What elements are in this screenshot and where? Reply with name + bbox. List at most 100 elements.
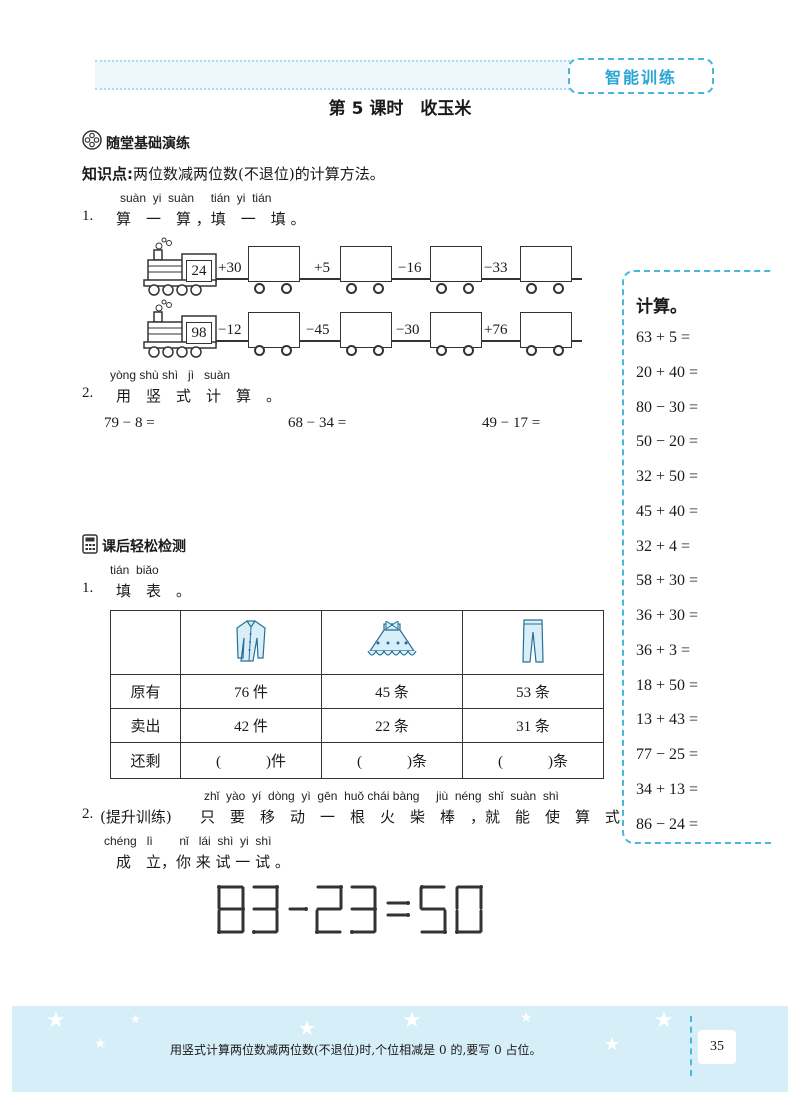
answer-wagon[interactable]: [248, 246, 300, 282]
answer-cell[interactable]: ( )件: [180, 742, 322, 779]
q1-pinyin: suàn yi suàn tián yi tián: [120, 191, 272, 205]
wheel: [436, 345, 447, 356]
row-label: 卖出: [110, 708, 181, 743]
side-calc-item: 34 + 13 =: [636, 781, 699, 798]
wheel: [281, 345, 292, 356]
fill-table-pinyin: tián biǎo: [110, 563, 159, 577]
table-cell: 42 件: [180, 708, 322, 743]
table-cell: 53 条: [462, 674, 604, 709]
section-title-practice: 随堂基础演练: [106, 136, 190, 152]
matchstick-line-2: 成 立，你 来 试 一 试 。: [116, 853, 290, 871]
coat-icon: [236, 619, 266, 662]
table-cell: 22 条: [321, 708, 463, 743]
fill-table: 原有 76 件 45 条 53 条 卖出 42 件 22 条 31 条 还剩 (…: [110, 610, 604, 779]
wheel: [463, 283, 474, 294]
brand-tab: [568, 58, 714, 94]
q2-pinyin: yòng shù shì jì suàn: [110, 368, 231, 382]
matchstick-line-1: 只 要 移 动 一 根 火 柴 棒 ，就 能 使 算 式: [200, 808, 621, 826]
side-calc-item: 63 + 5 =: [636, 329, 691, 346]
wheel: [526, 345, 537, 356]
calculator-icon: [82, 534, 98, 554]
train-1-start-value: 24: [186, 260, 212, 282]
table-cell: 31 条: [462, 708, 604, 743]
side-calc-item: 32 + 4 =: [636, 538, 691, 555]
footer-divider: [690, 1016, 692, 1076]
matchstick-equation-graphic: [217, 885, 483, 934]
fill-table-number: 1.: [82, 580, 94, 596]
side-calc-item: 20 + 40 =: [636, 364, 699, 381]
vertical-calc-problem: 68 − 34 =: [288, 415, 347, 431]
section-title-after-class: 课后轻松检测: [102, 539, 186, 555]
wheel: [436, 283, 447, 294]
side-calc-item: 13 + 43 =: [636, 711, 699, 728]
train-1: 24 +30 +5 −16 −33: [142, 236, 582, 298]
answer-cell[interactable]: ( )条: [321, 742, 463, 779]
side-calc-item: 80 − 30 =: [636, 399, 699, 416]
answer-wagon[interactable]: [520, 246, 572, 282]
lesson-title: 第 5 课时 收玉米: [328, 99, 472, 119]
footer-tip: 用竖式计算两位数减两位数(不退位)时,个位相减是 0 的,要写 0 占位。: [170, 1043, 542, 1057]
vertical-calc-problem: 79 − 8 =: [104, 415, 155, 431]
matchstick-pinyin-2: chéng lì nǐ lái shì yi shì: [104, 834, 272, 848]
wheel: [463, 345, 474, 356]
knowledge-point: 知识点:两位数减两位数(不退位)的计算方法。: [82, 163, 385, 184]
table-header-cell: [462, 610, 604, 675]
film-reel-icon: [82, 130, 102, 150]
table-cell: 45 条: [321, 674, 463, 709]
vertical-calc-problem: 49 − 17 =: [482, 415, 541, 431]
train-2-op-3: −30: [396, 322, 420, 338]
knowledge-label: 知识点:: [82, 165, 133, 183]
table-header-cell: [321, 610, 463, 675]
train-1-op-4: −33: [484, 260, 508, 276]
page-number: 35: [698, 1030, 736, 1064]
star-icon: ★: [46, 1008, 66, 1033]
footer-band: [12, 1006, 788, 1092]
star-icon: ★: [654, 1008, 674, 1033]
train-1-op-1: +30: [218, 260, 242, 276]
q2-text: 用 竖 式 计 算 。: [116, 387, 282, 405]
side-calc-item: 77 − 25 =: [636, 746, 699, 763]
train-2-op-2: −45: [306, 322, 330, 338]
pants-icon: [522, 618, 544, 663]
q1-number: 1.: [82, 208, 94, 224]
row-label: 还剩: [110, 742, 181, 779]
q1-text: 算 一 算 ，填 一 填 。: [116, 210, 306, 228]
knowledge-text: 两位数减两位数(不退位)的计算方法。: [133, 165, 385, 183]
side-calc-item: 18 + 50 =: [636, 677, 699, 694]
wheel: [281, 283, 292, 294]
train-2-op-4: +76: [484, 322, 508, 338]
skirt-icon: [367, 619, 417, 656]
table-row: 还剩 ( )件 ( )条 ( )条: [110, 742, 604, 779]
train-1-op-3: −16: [398, 260, 422, 276]
train-2: 98 −12 −45 −30 +76: [142, 298, 582, 360]
answer-wagon[interactable]: [340, 312, 392, 348]
table-header-row: [110, 610, 604, 675]
rail: [216, 278, 582, 280]
side-practice-panel: [622, 270, 772, 844]
answer-wagon[interactable]: [520, 312, 572, 348]
star-icon: ★: [130, 1012, 141, 1026]
train-1-op-2: +5: [314, 260, 330, 276]
wheel: [346, 283, 357, 294]
train-2-op-1: −12: [218, 322, 242, 338]
matchstick-pinyin-1: zhǐ yào yí dòng yì gēn huǒ chái bàng jiù…: [204, 789, 559, 803]
star-icon: ★: [520, 1010, 533, 1026]
wheel: [373, 283, 384, 294]
wheel: [553, 345, 564, 356]
side-calc-item: 45 + 40 =: [636, 503, 699, 520]
answer-wagon[interactable]: [430, 312, 482, 348]
answer-wagon[interactable]: [340, 246, 392, 282]
star-icon: ★: [402, 1008, 422, 1033]
answer-wagon[interactable]: [248, 312, 300, 348]
side-calc-item: 36 + 3 =: [636, 642, 691, 659]
train-2-start-value: 98: [186, 322, 212, 344]
matchstick-number: 2.: [82, 806, 94, 822]
answer-cell[interactable]: ( )条: [462, 742, 604, 779]
answer-wagon[interactable]: [430, 246, 482, 282]
table-corner-cell: [110, 610, 181, 675]
table-cell: 76 件: [180, 674, 322, 709]
matchstick-equation: [216, 884, 506, 936]
wheel: [254, 283, 265, 294]
q2-number: 2.: [82, 385, 94, 401]
brand-label: 智能训练: [604, 68, 677, 87]
